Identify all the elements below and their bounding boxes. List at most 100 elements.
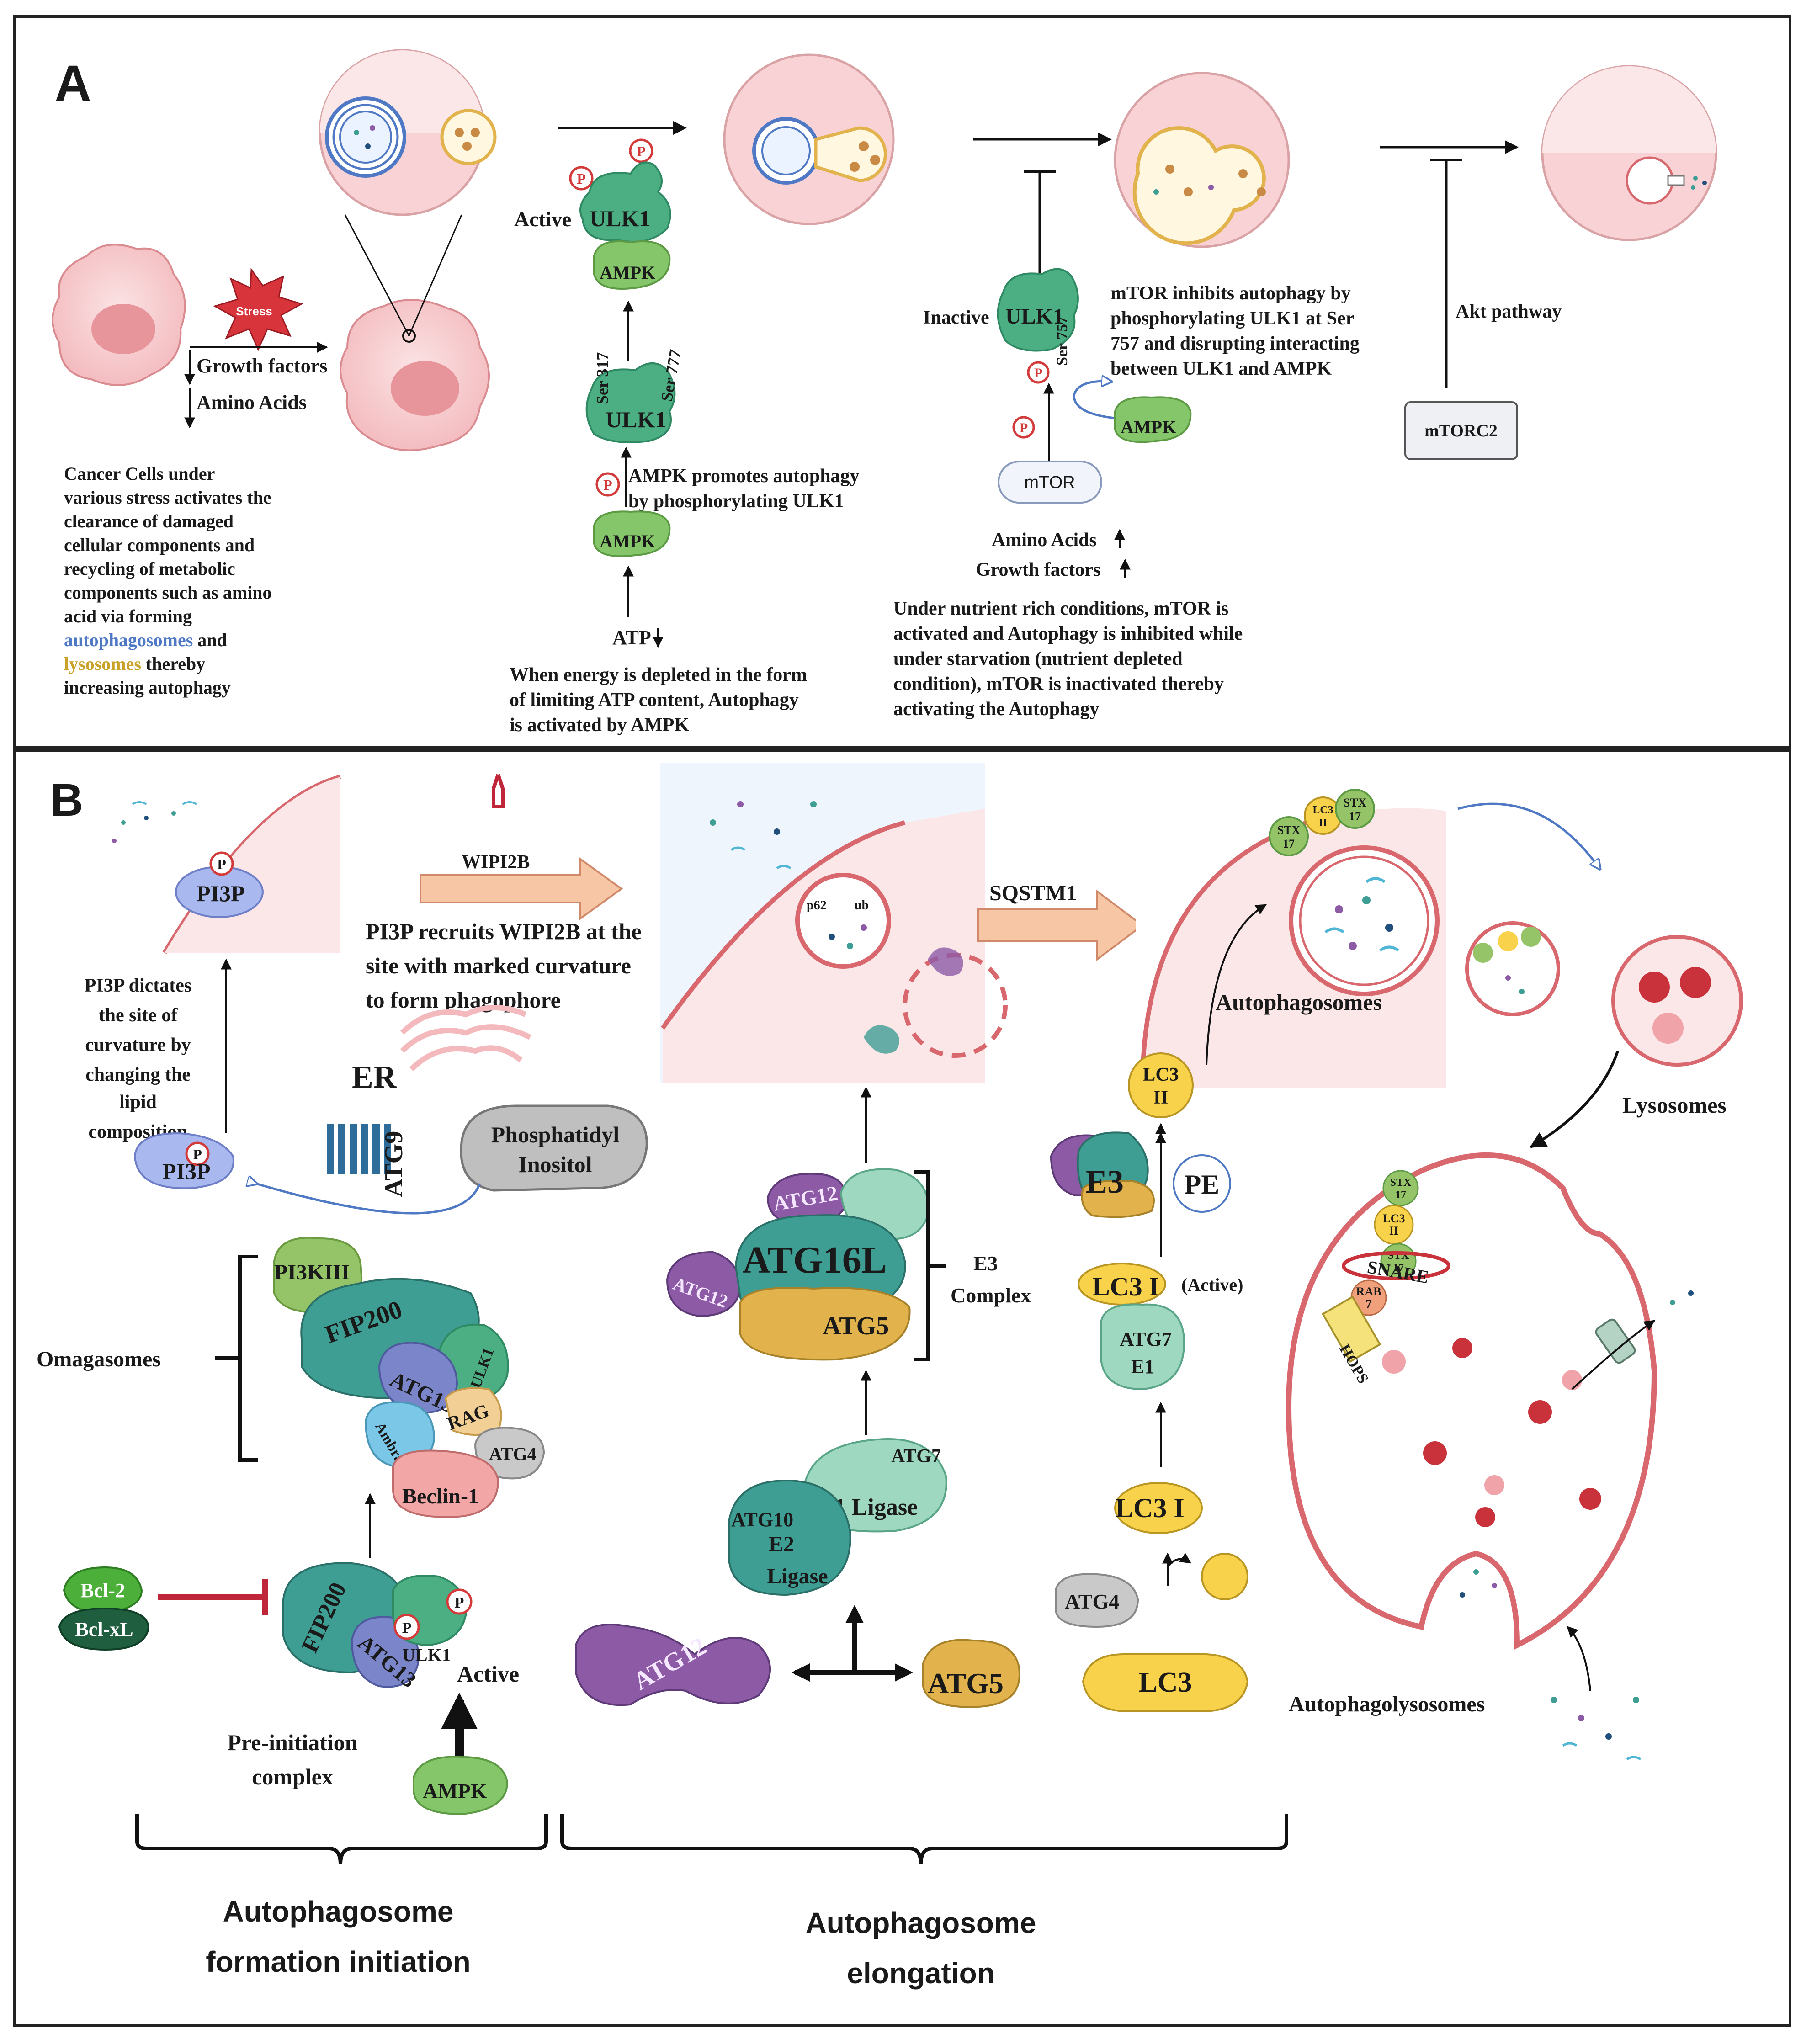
preinit-label-1: complex bbox=[252, 1764, 333, 1789]
zoom-circle-fusion bbox=[723, 53, 895, 225]
sqstm1-label: SQSTM1 bbox=[989, 881, 1077, 905]
lysosomes-word: lysosomes bbox=[64, 653, 141, 674]
atg5-label: ATG5 bbox=[928, 1667, 1004, 1699]
svg-text:7: 7 bbox=[1366, 1297, 1372, 1311]
ulk1-label: ULK1 bbox=[606, 407, 666, 432]
inactive-label: Inactive bbox=[923, 307, 989, 328]
svg-text:17: 17 bbox=[1283, 837, 1295, 850]
svg-text:II: II bbox=[1389, 1224, 1398, 1237]
ampk-promotes-0: AMPK promotes autophagy bbox=[628, 466, 860, 487]
atg9-transmembrane-icon bbox=[327, 1124, 391, 1174]
phospho-p-icon bbox=[393, 1614, 420, 1640]
atg12-protein bbox=[575, 1624, 771, 1706]
lysosomes-label: Lysosomes bbox=[1622, 1092, 1727, 1118]
phospho-p-icon bbox=[629, 138, 653, 163]
autophagosome-scene: STX 17 LC3 II STX 17 Autophagosomes bbox=[1136, 763, 1446, 1092]
pi3p-bottom: P PI3P bbox=[133, 1132, 481, 1215]
svg-text:STX: STX bbox=[1277, 823, 1301, 837]
preinit-label-0: Pre-initiation bbox=[227, 1730, 357, 1755]
ub-label: ub bbox=[855, 898, 869, 913]
pi3p-dictates-text: PI3P dictates the site of curvature by c… bbox=[85, 975, 191, 1142]
phospho-p-icon bbox=[209, 851, 234, 876]
beclin1-protein bbox=[392, 1449, 499, 1518]
cancer-text-4: recycling of metabolic bbox=[64, 558, 235, 579]
bcl2-complex: Bcl-2 Bcl-xL bbox=[58, 1566, 150, 1651]
svg-text:ATG7: ATG7 bbox=[1120, 1328, 1172, 1350]
svg-text:lipid: lipid bbox=[119, 1092, 157, 1113]
svg-text:LC3: LC3 bbox=[1142, 1064, 1179, 1085]
stress-star-icon: Stress bbox=[213, 267, 303, 351]
elongation-title-0: Autophagosome bbox=[806, 1906, 1036, 1939]
active-label: Active bbox=[514, 207, 571, 231]
energy-text-2: is activated by AMPK bbox=[510, 715, 689, 736]
cancer-text-7: autophagosomes and bbox=[64, 630, 227, 650]
phosphatidyl-inositol-blob: Phosphatidyl Inositol bbox=[460, 1104, 648, 1192]
cancer-text-8: lysosomes thereby bbox=[64, 653, 205, 674]
ampk-protein bbox=[593, 240, 671, 290]
phospho-p-icon bbox=[185, 1141, 210, 1166]
mtor-inhibits-3: between ULK1 and AMPK bbox=[1110, 358, 1332, 379]
omegasomes-label: Omagasomes bbox=[37, 1347, 161, 1371]
rag-protein bbox=[444, 1387, 502, 1436]
panel-a: A Stress Growth factors Amino Acids bbox=[13, 15, 1791, 749]
mtor-inhibits-2: 757 and disrupting interacting bbox=[1110, 333, 1360, 354]
svg-text:LC3: LC3 bbox=[1382, 1212, 1405, 1225]
nutrient-text-2: under starvation (nutrient depleted bbox=[893, 648, 1183, 669]
svg-text:LC3 I: LC3 I bbox=[1092, 1272, 1159, 1301]
autophagosomes-label: Autophagosomes bbox=[1216, 989, 1382, 1015]
atg5-protein bbox=[922, 1639, 1020, 1708]
pi3p-label: PI3P bbox=[197, 881, 245, 906]
cancer-text-0: Cancer Cells under bbox=[64, 463, 215, 484]
e3-label: E3 bbox=[1085, 1163, 1124, 1200]
svg-text:ATG4: ATG4 bbox=[489, 1444, 537, 1464]
initiation-brace: Autophagosome formation initiation bbox=[135, 1814, 548, 1978]
autophagolysosomes-label: Autophagolysosomes bbox=[1289, 1692, 1485, 1716]
cancer-text-3: cellular components and bbox=[64, 535, 255, 555]
panel-b: B P PI3P PI3P dictates the site of curva… bbox=[13, 749, 1791, 2027]
phospho-p-icon bbox=[595, 472, 620, 497]
e3-small-complex: E3 bbox=[1050, 1131, 1155, 1218]
svg-text:RAB: RAB bbox=[1356, 1285, 1381, 1298]
pi3p-recruits-1: site with marked curvature bbox=[366, 953, 631, 978]
elongation-brace: Autophagosome elongation bbox=[560, 1814, 1288, 1990]
svg-text:17: 17 bbox=[1395, 1189, 1406, 1201]
ampk-label-b: AMPK bbox=[423, 1779, 487, 1803]
svg-text:STX: STX bbox=[1344, 796, 1367, 809]
pi3p-membrane-scene: P PI3P bbox=[112, 772, 341, 955]
pe-label: PE bbox=[1185, 1169, 1220, 1200]
nutrient-text-3: condition), mTOR is inactivated thereby bbox=[893, 674, 1224, 695]
nutrient-text-0: Under nutrient rich conditions, mTOR is bbox=[893, 598, 1229, 619]
svg-text:P: P bbox=[603, 477, 612, 493]
cancer-cell-icon bbox=[52, 244, 186, 386]
ampk-promotes-1: by phosphorylating ULK1 bbox=[628, 491, 844, 512]
pe-circle bbox=[1173, 1154, 1231, 1213]
energy-text-0: When energy is depleted in the form bbox=[510, 664, 807, 685]
svg-text:Beclin-1: Beclin-1 bbox=[402, 1484, 479, 1508]
mtor-inhibits-0: mTOR inhibits autophagy by bbox=[1110, 283, 1351, 304]
mtor-column: Inactive ULK1 Ser 757 P P AMPK mTOR Amin… bbox=[893, 268, 1360, 720]
ulk1-protein bbox=[585, 362, 676, 443]
svg-text:II: II bbox=[1319, 817, 1328, 829]
er-atg9-scene: ER ATG9 bbox=[327, 1005, 531, 1197]
er-label: ER bbox=[352, 1060, 397, 1095]
phospho-p-icon bbox=[446, 1588, 473, 1615]
cancer-text-2: clearance of damaged bbox=[64, 511, 234, 531]
ulk1-inactive-protein bbox=[997, 268, 1079, 352]
elongation-title-1: elongation bbox=[847, 1957, 995, 1990]
cancer-text-5: components such as amino bbox=[64, 582, 272, 603]
wipi2b-label: WIPI2B bbox=[462, 852, 530, 873]
e1-e2-ligases: ATG7 E1 Ligase ATG10 E2 Ligase bbox=[728, 1438, 947, 1596]
svg-text:17: 17 bbox=[1393, 1262, 1404, 1274]
panel-a-frame bbox=[13, 15, 1791, 749]
ulk1-label-active: ULK1 bbox=[590, 206, 650, 231]
svg-text:ATG4: ATG4 bbox=[1065, 1590, 1119, 1613]
zoom-circle-recycling bbox=[1541, 65, 1717, 241]
svg-text:P: P bbox=[402, 1619, 412, 1636]
svg-text:changing the: changing the bbox=[85, 1064, 191, 1085]
panel-a-label: A bbox=[55, 55, 91, 111]
phagophore-scene: p62 ub bbox=[660, 763, 1008, 1083]
pi3p-recruits-0: PI3P recruits WIPI2B at the bbox=[366, 918, 642, 944]
lysosome-fusion-scene: Lysosomes STX 17 LC3 II STX 17 SNARE RAB… bbox=[1286, 802, 1743, 1761]
svg-text:ATG5: ATG5 bbox=[823, 1312, 889, 1340]
svg-text:P: P bbox=[1020, 420, 1028, 435]
